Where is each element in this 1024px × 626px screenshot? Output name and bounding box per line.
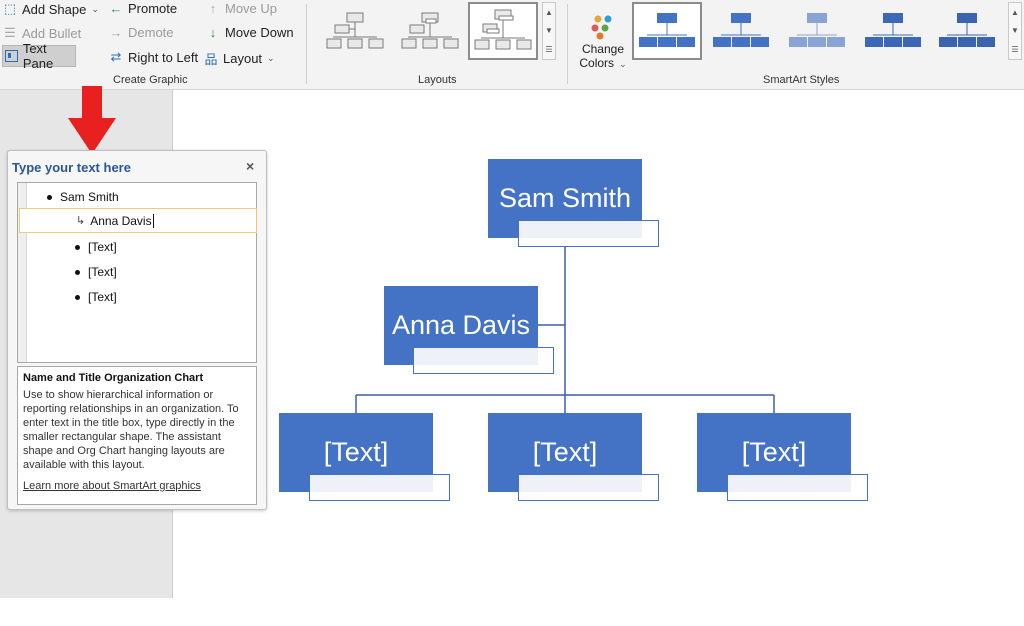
layout-description: Name and Title Organization Chart Use to… bbox=[17, 366, 257, 505]
list-item[interactable]: [Text] bbox=[75, 290, 117, 304]
layout-thumbnail-3-selected[interactable] bbox=[468, 2, 538, 60]
group-label-smartart-styles: SmartArt Styles bbox=[763, 74, 840, 86]
bullet-icon bbox=[75, 244, 80, 250]
org-node-child-3-title-box[interactable] bbox=[727, 474, 868, 501]
color-palette-icon bbox=[591, 15, 612, 40]
style-5-icon bbox=[939, 13, 995, 47]
layout-3-icon bbox=[474, 9, 532, 50]
scroll-up-icon[interactable]: ▲ bbox=[545, 7, 553, 17]
org-node-child-1-title-box[interactable] bbox=[309, 474, 450, 501]
chevron-down-icon: ⌄ bbox=[619, 59, 627, 69]
list-item[interactable]: [Text] bbox=[75, 240, 117, 254]
list-item[interactable]: [Text] bbox=[75, 265, 117, 279]
layout-2-icon bbox=[401, 12, 459, 49]
add-bullet-button[interactable]: ☰ Add Bullet bbox=[2, 25, 81, 41]
group-label-create-graphic: Create Graphic bbox=[113, 74, 188, 86]
list-gutter bbox=[18, 183, 27, 362]
bullet-icon bbox=[47, 194, 52, 200]
text-pane-icon bbox=[5, 50, 18, 62]
style-thumbnail-1-selected[interactable] bbox=[632, 2, 702, 60]
list-item[interactable]: Sam Smith bbox=[47, 190, 119, 204]
arrow-down-icon: ↓ bbox=[209, 25, 217, 40]
scroll-down-icon[interactable]: ▼ bbox=[1011, 26, 1019, 36]
style-thumbnail-3[interactable] bbox=[782, 2, 852, 60]
chevron-down-icon: ⌄ bbox=[267, 53, 275, 63]
text-pane-list[interactable]: Sam Smith ↳ Anna Davis [Text] [Text] [Te… bbox=[17, 182, 257, 363]
bullet-icon bbox=[75, 269, 80, 275]
arrow-left-icon: ← bbox=[109, 1, 123, 16]
group-label-layouts: Layouts bbox=[418, 74, 457, 86]
move-up-button[interactable]: ↑ Move Up bbox=[205, 1, 277, 16]
chevron-down-icon: ⌄ bbox=[91, 3, 99, 14]
add-bullet-icon: ☰ bbox=[4, 25, 16, 40]
red-arrow-annotation-icon bbox=[68, 86, 116, 154]
text-cursor bbox=[152, 213, 154, 228]
scroll-up-icon[interactable]: ▲ bbox=[1011, 7, 1019, 17]
scroll-down-icon[interactable]: ▼ bbox=[545, 26, 553, 36]
arrow-right-icon: → bbox=[109, 25, 123, 40]
change-colors-button[interactable]: Change Colors⌄ bbox=[577, 0, 629, 70]
layout-description-title: Name and Title Organization Chart bbox=[23, 372, 204, 384]
layout-button[interactable]: 品 Layout ⌄ bbox=[204, 51, 275, 67]
demote-button[interactable]: → Demote bbox=[109, 25, 174, 40]
style-thumbnail-5[interactable] bbox=[932, 2, 1002, 60]
ribbon: ⬚ Add Shape ⌄ ☰ Add Bullet Text Pane ← P… bbox=[0, 0, 1024, 90]
styles-gallery-scroll[interactable]: ▲ ▼ ☰ bbox=[1008, 2, 1022, 60]
layouts-gallery-scroll[interactable]: ▲ ▼ ☰ bbox=[542, 2, 556, 60]
group-separator bbox=[567, 4, 568, 84]
gallery-expand-icon[interactable]: ☰ bbox=[545, 45, 553, 55]
org-node-assistant-title-box[interactable] bbox=[413, 347, 554, 374]
canvas-bottom-margin bbox=[0, 598, 1024, 626]
arrow-up-icon: ↑ bbox=[209, 1, 217, 16]
org-node-top-title-box[interactable] bbox=[518, 220, 659, 247]
text-pane: Type your text here × Sam Smith ↳ Anna D… bbox=[7, 150, 267, 510]
style-4-icon bbox=[865, 13, 921, 47]
bullet-icon bbox=[75, 294, 80, 300]
promote-button[interactable]: ← Promote bbox=[109, 1, 178, 16]
gallery-expand-icon[interactable]: ☰ bbox=[1011, 45, 1019, 55]
close-icon[interactable]: × bbox=[246, 158, 255, 174]
text-pane-button[interactable]: Text Pane bbox=[2, 41, 76, 71]
list-item-active[interactable]: ↳ Anna Davis bbox=[19, 208, 257, 233]
layout-thumbnail-1[interactable] bbox=[320, 2, 390, 60]
group-separator bbox=[306, 4, 307, 84]
layout-thumbnail-2[interactable] bbox=[395, 2, 465, 60]
style-1-icon bbox=[639, 13, 695, 47]
layout-1-icon bbox=[326, 12, 384, 49]
learn-more-link[interactable]: Learn more about SmartArt graphics bbox=[23, 480, 201, 492]
layout-description-text: Use to show hierarchical information or … bbox=[23, 389, 239, 471]
add-shape-icon: ⬚ bbox=[3, 1, 17, 16]
style-2-icon bbox=[713, 13, 769, 47]
right-to-left-button[interactable]: ⇄ Right to Left bbox=[108, 49, 199, 65]
style-thumbnail-2[interactable] bbox=[706, 2, 776, 60]
move-down-button[interactable]: ↓ Move Down bbox=[205, 25, 294, 40]
assistant-arrow-icon: ↳ bbox=[76, 215, 86, 227]
org-node-child-2-title-box[interactable] bbox=[518, 474, 659, 501]
org-layout-icon: 品 bbox=[204, 52, 218, 67]
text-pane-title: Type your text here bbox=[12, 160, 131, 175]
style-thumbnail-4[interactable] bbox=[858, 2, 928, 60]
swap-arrows-icon: ⇄ bbox=[110, 49, 122, 64]
add-shape-button[interactable]: ⬚ Add Shape ⌄ bbox=[3, 1, 99, 17]
style-3-icon bbox=[789, 13, 845, 47]
